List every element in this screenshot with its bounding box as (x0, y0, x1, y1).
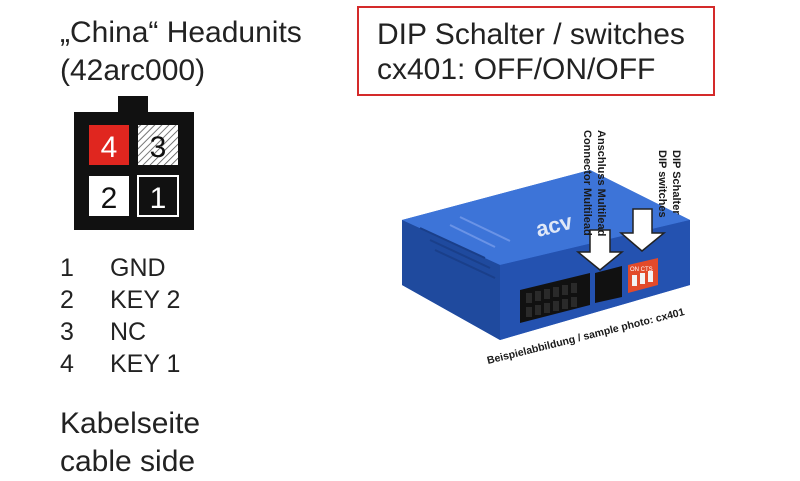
pin-cell-1: 1 (137, 175, 179, 217)
dip-settings-box: DIP Schalter / switches cx401: OFF/ON/OF… (357, 6, 715, 96)
pin-name: GND (110, 254, 166, 282)
connector-latch (118, 96, 148, 114)
pin-number: 1 (60, 254, 74, 282)
arrow-down-icon (575, 229, 625, 271)
dip-settings-title: DIP Schalter / switches (377, 18, 685, 51)
pin-cell-2: 2 (89, 176, 129, 216)
pin-row: 3 NC (60, 316, 180, 348)
pin-name: NC (110, 318, 147, 346)
cable-side-label-en: cable side (60, 445, 196, 478)
arrow-down-icon (618, 208, 667, 252)
svg-text:2: 2 (101, 182, 118, 215)
svg-text:ON CTS: ON CTS (630, 267, 653, 273)
pin-cell-3: 3 (138, 125, 178, 165)
connector-diagram: 4 3 2 1 (74, 96, 194, 230)
pin-row: 2 KEY 2 (60, 284, 180, 316)
pin-number: 2 (60, 286, 74, 314)
connector-label-de: Anschluss Multilead (595, 130, 607, 236)
pin-table: 1 GND 2 KEY 2 3 NC 4 KEY 1 (60, 252, 180, 380)
dip-settings-value: cx401: OFF/ON/OFF (377, 53, 656, 86)
pin-row: 1 GND (60, 252, 180, 284)
headunit-title: „China“ Headunits (60, 16, 302, 49)
cable-side-label-de: Kabelseite (60, 407, 201, 440)
dip-label-de: DIP Schalter (670, 150, 682, 215)
dip-switch-block: ON CTS (628, 258, 658, 293)
pin-name: KEY 1 (110, 350, 181, 378)
device-photo: acv ON CTS (402, 170, 690, 340)
photo-caption: Beispielabbildung / sample photo: cx401 (486, 306, 686, 367)
pin-number: 3 (60, 318, 74, 346)
pin-row: 4 KEY 1 (60, 348, 180, 380)
svg-text:3: 3 (150, 131, 167, 164)
headunit-part-number: (42arc000) (60, 54, 206, 87)
connector-label-en: Connector Multilead (581, 130, 593, 236)
pin-cell-4: 4 (89, 125, 129, 165)
photo-caption-wrap: Beispielabbildung / sample photo: cx401 (486, 306, 686, 367)
svg-text:1: 1 (150, 182, 167, 215)
svg-text:4: 4 (101, 131, 118, 164)
pin-name: KEY 2 (110, 286, 181, 314)
pin-number: 4 (60, 350, 74, 378)
photo-labels: Anschluss Multilead Connector Multilead … (581, 130, 682, 236)
multilead-connector (520, 266, 622, 323)
dip-label-en: DIP switches (656, 150, 668, 218)
